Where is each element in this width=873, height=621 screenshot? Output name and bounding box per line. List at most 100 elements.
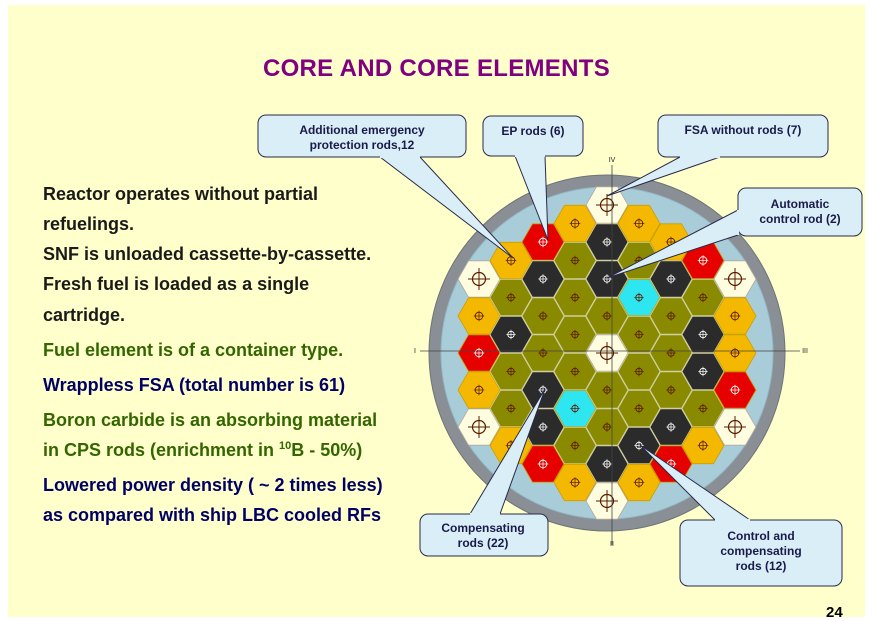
callout-line: EP rods (6)	[501, 124, 565, 138]
control-compensating-rod-hex	[585, 223, 629, 261]
compensating-rod-hex	[553, 241, 597, 280]
page-number: 24	[826, 604, 843, 621]
control-compensating-rod-hex	[521, 371, 565, 409]
compensating-rod-hex	[553, 426, 597, 465]
fsa-without-rods-hex	[713, 260, 757, 298]
callout-label-compensating-rods: Compensating rods (22)	[423, 521, 543, 551]
control-compensating-rod-hex	[681, 352, 725, 391]
callout-label-control-compensating-rods: Control and compensating rods (12)	[684, 529, 838, 574]
ep-rod-hex	[521, 445, 565, 483]
ep-rod-hex	[457, 334, 501, 372]
control-compensating-rod-hex	[649, 260, 693, 298]
control-compensating-rod-hex	[585, 445, 629, 483]
callout-line: Control and	[727, 529, 795, 543]
callout-label-ep-rods: EP rods (6)	[487, 124, 579, 139]
compensating-rod-hex	[553, 315, 597, 354]
emergency-protection-rod-hex	[617, 204, 661, 243]
text-line-cps: in CPS rods (enrichment in 10B - 50%)	[43, 435, 362, 465]
compensating-rod-hex	[681, 389, 725, 428]
fsa-without-rods-hex	[713, 408, 757, 446]
callout-bubble	[257, 114, 467, 158]
text-line: SNF is unloaded cassette-by-cassette.	[43, 244, 372, 264]
control-compensating-rod-hex	[649, 408, 693, 446]
text-line: refuelings.	[43, 214, 135, 234]
compensating-rod-hex	[553, 278, 597, 317]
axis-label-top: IV	[609, 157, 616, 164]
fsa-without-rods-hex	[457, 260, 501, 298]
callout-line: protection rods,12	[309, 138, 415, 152]
callout-additional-emergency	[257, 114, 514, 259]
compensating-rod-hex	[585, 371, 629, 409]
ep-rod-hex	[521, 223, 565, 261]
text-line: Boron carbide is an absorbing material	[43, 410, 378, 430]
compensating-rod-hex	[681, 278, 725, 317]
callout-automatic-control	[606, 187, 863, 279]
page-title: CORE AND CORE ELEMENTS	[262, 55, 611, 82]
compensating-rod-hex	[649, 297, 693, 335]
text-line: as compared with ship LBC cooled RFs	[43, 505, 382, 525]
callout-fsa-without-rods	[606, 114, 829, 197]
text-line: cartridge.	[43, 305, 126, 325]
emergency-protection-rod-hex	[617, 463, 661, 502]
fsa-without-rods-hex	[585, 186, 629, 224]
control-compensating-rod-hex	[521, 260, 565, 298]
text-line: Reactor operates without partial	[43, 184, 319, 204]
fsa-without-rods-hex	[585, 334, 629, 372]
axis-label-bottom: II	[610, 541, 614, 548]
callout-tail	[378, 156, 514, 259]
text-fragment: in CPS rods (enrichment in	[43, 440, 280, 460]
compensating-rod-hex	[521, 297, 565, 335]
compensating-rod-hex	[585, 297, 629, 335]
callout-label-additional-emergency: Additional emergency protection rods,12	[262, 123, 462, 153]
axis-label-right: III	[802, 348, 808, 355]
callout-line: Additional emergency	[299, 123, 425, 137]
fsa-without-rods-hex	[585, 482, 629, 520]
automatic-control-rod-hex	[617, 278, 661, 317]
compensating-rod-hex	[617, 315, 661, 354]
control-compensating-rod-hex	[489, 315, 533, 354]
ep-rod-hex	[713, 371, 757, 409]
callout-line: control rod (2)	[759, 212, 841, 226]
text-line: Fresh fuel is loaded as a single	[43, 274, 310, 294]
text-fragment: B - 50%)	[291, 440, 363, 460]
callout-line: rods (22)	[457, 536, 509, 550]
compensating-rod-hex	[617, 352, 661, 391]
callout-bubble	[657, 114, 829, 158]
callout-line: Automatic	[770, 197, 830, 211]
emergency-protection-rod-hex	[553, 463, 597, 502]
emergency-protection-rod-hex	[681, 426, 725, 465]
text-line: Wrappless FSA (total number is 61)	[43, 375, 346, 395]
compensating-rod-hex	[617, 389, 661, 428]
compensating-rod-hex	[489, 389, 533, 428]
text-line: Fuel element is of a container type.	[43, 340, 344, 360]
automatic-control-rod-hex	[553, 389, 597, 428]
emergency-protection-rod-hex	[713, 297, 757, 335]
callout-line: rods (12)	[735, 559, 787, 573]
emergency-protection-rod-hex	[457, 371, 501, 409]
compensating-rod-hex	[585, 408, 629, 446]
callout-label-automatic-control-rod: Automatic control rod (2)	[742, 197, 858, 227]
fsa-without-rods-hex	[457, 408, 501, 446]
control-compensating-rod-hex	[681, 315, 725, 354]
compensating-rod-hex	[489, 278, 533, 317]
callout-bubble	[679, 519, 843, 587]
emergency-protection-rod-hex	[713, 334, 757, 372]
callout-ep-rods	[482, 115, 584, 241]
callout-label-fsa-without-rods: FSA without rods (7)	[662, 123, 824, 138]
axis-layer: IV II I III	[414, 157, 808, 548]
compensating-rod-hex	[489, 352, 533, 391]
text-line: Lowered power density ( ~ 2 times less)	[43, 475, 383, 495]
callout-compensating	[419, 388, 549, 557]
callout-control-compensating	[639, 444, 843, 587]
control-compensating-rod-hex	[585, 260, 629, 298]
ep-rod-hex	[681, 241, 725, 280]
emergency-protection-rod-hex	[457, 297, 501, 335]
superscript: 10	[279, 440, 292, 452]
compensating-rod-hex	[553, 352, 597, 391]
callout-line: FSA without rods (7)	[684, 123, 802, 137]
compensating-rod-hex	[649, 334, 693, 372]
axis-label-left: I	[414, 348, 416, 355]
compensating-rod-hex	[521, 334, 565, 372]
emergency-protection-rod-hex	[489, 241, 533, 280]
